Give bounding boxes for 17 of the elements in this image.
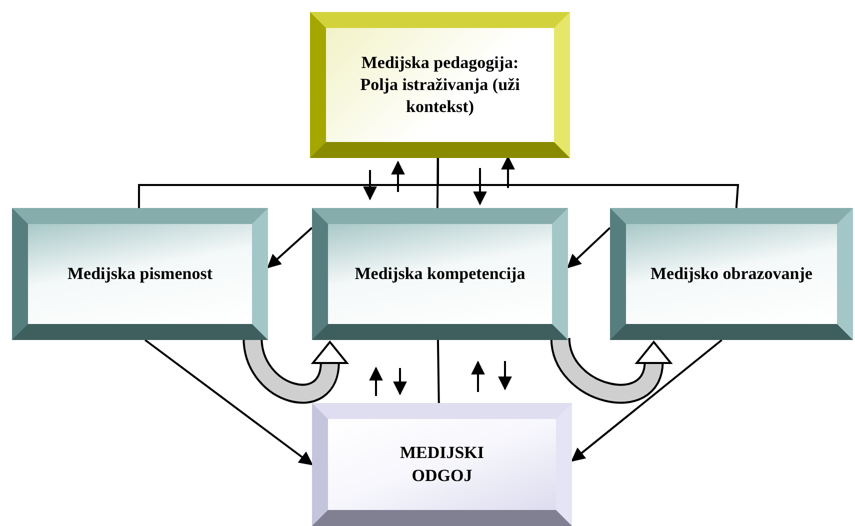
arrow bbox=[144, 339, 314, 466]
arrow bbox=[566, 227, 611, 268]
arrow bbox=[266, 227, 313, 268]
beveled-box bbox=[12, 208, 268, 340]
beveled-box bbox=[310, 12, 570, 158]
connector-line bbox=[436, 340, 440, 404]
box-label: Medijsko obrazovanje bbox=[650, 262, 812, 285]
box-label: Medijska pismenost bbox=[68, 262, 212, 285]
curved-block-arrow bbox=[550, 336, 673, 404]
beveled-box bbox=[312, 208, 568, 340]
beveled-box bbox=[610, 208, 853, 340]
box-label: MEDIJSKI ODGOJ bbox=[398, 442, 486, 486]
connector-line bbox=[436, 158, 740, 208]
box-label: Medijska kompetencija bbox=[354, 262, 526, 285]
beveled-box bbox=[312, 403, 572, 526]
box-label: Medijska pedagogija: Polja istraživanja (uži kontekst) bbox=[359, 52, 521, 118]
arrow bbox=[570, 339, 722, 462]
